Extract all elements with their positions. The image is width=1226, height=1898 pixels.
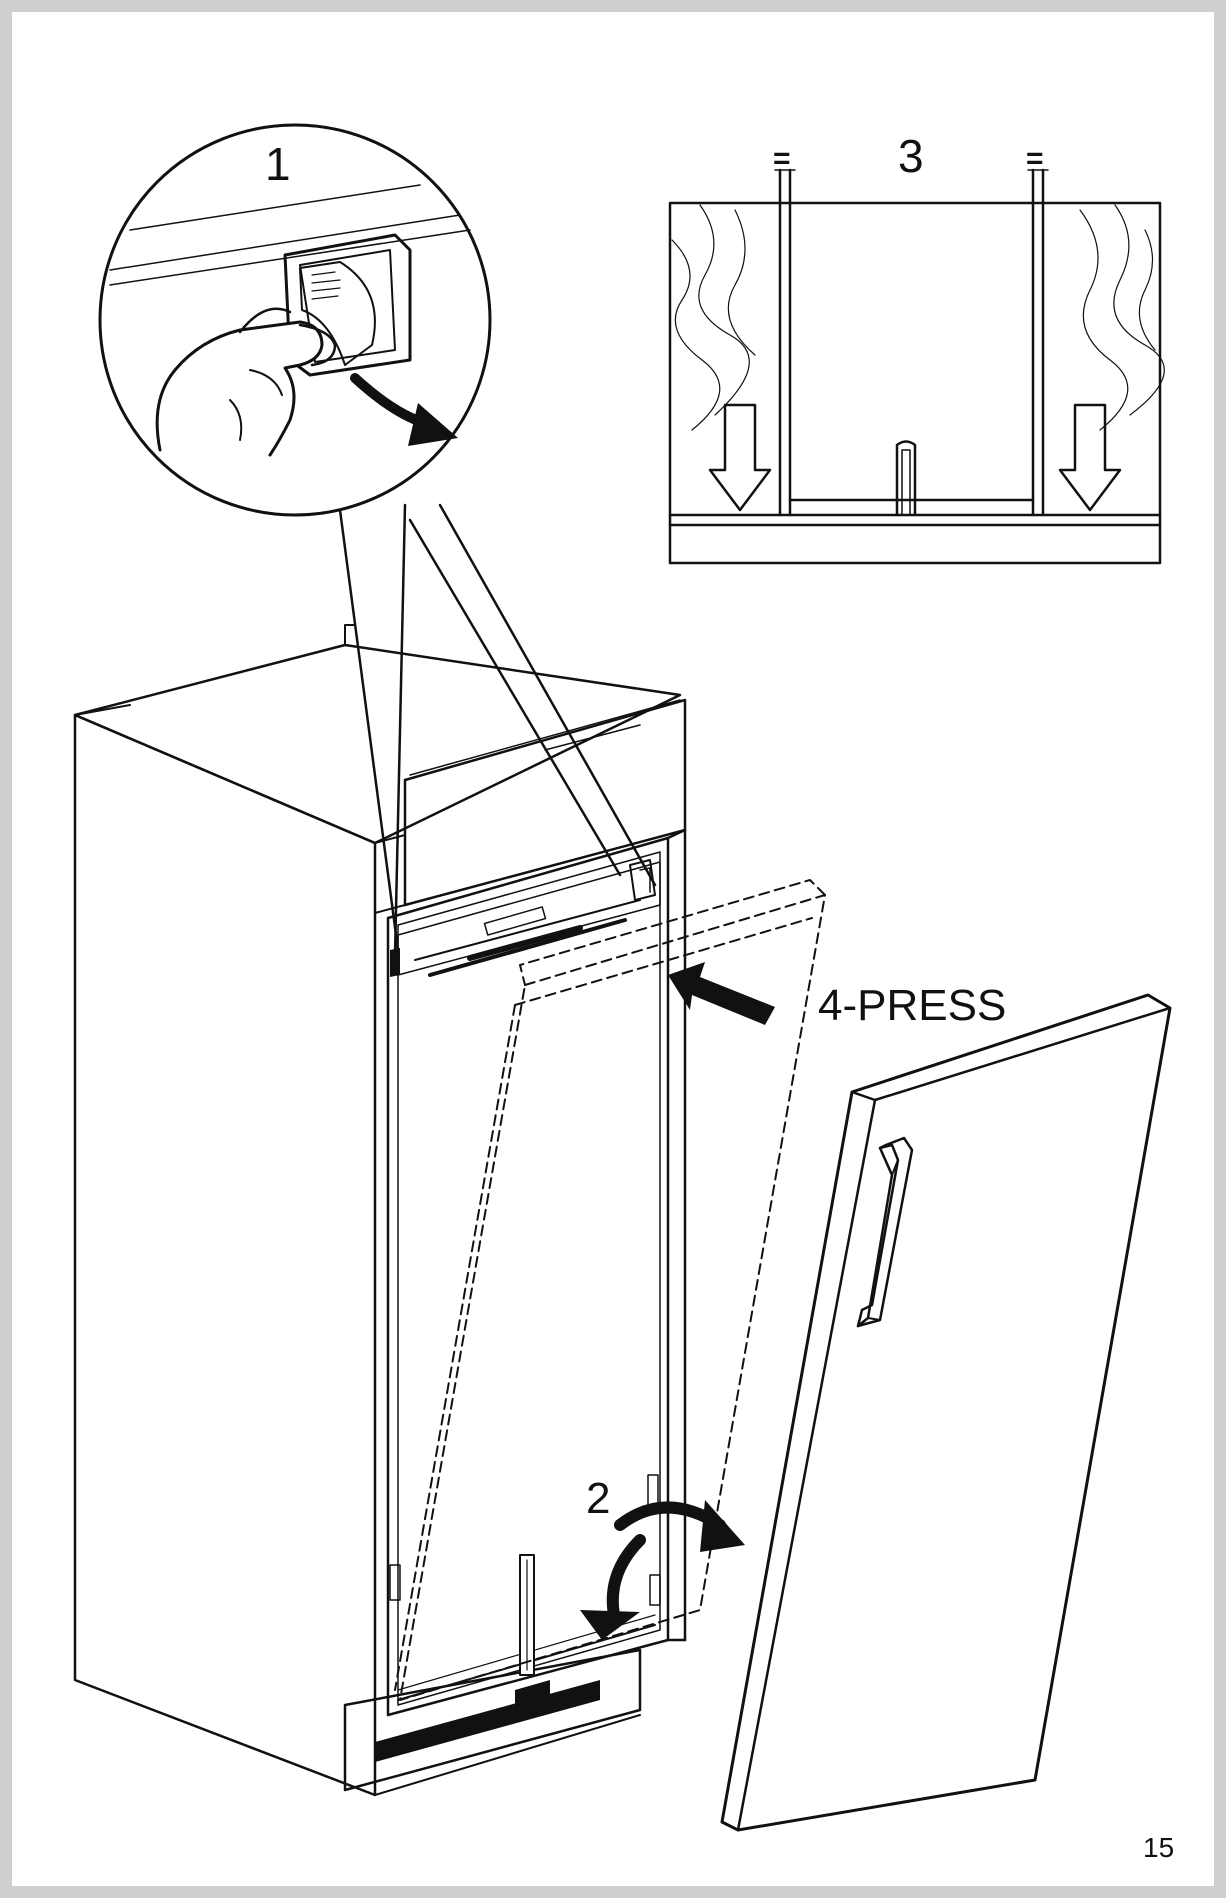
- magnifier-circle: [98, 123, 492, 517]
- step3-frame: [668, 201, 1162, 565]
- wood-grain: [671, 204, 1165, 431]
- page-number: 15: [1143, 1832, 1174, 1863]
- step2-label: 2: [586, 1474, 610, 1523]
- press-arrow: [668, 962, 775, 1025]
- step1-label: 1: [265, 138, 291, 190]
- step3-label: 3: [898, 130, 924, 182]
- step1-magnifier: [98, 123, 657, 957]
- step4-label: 4-PRESS: [818, 981, 1006, 1030]
- step2-arrows: [580, 1500, 745, 1640]
- step3-inset: [668, 168, 1165, 565]
- equal-right-label: =: [1026, 142, 1044, 175]
- door-panel: [720, 993, 1172, 1832]
- press-arrow-icon: [668, 962, 775, 1025]
- down-arrow-right-icon: [1058, 403, 1122, 512]
- door-handle-icon: [856, 1136, 914, 1328]
- hand-icon: [155, 320, 324, 457]
- equal-left-label: =: [773, 142, 791, 175]
- door-position-outline: [394, 879, 826, 1701]
- down-arrow-left-icon: [708, 403, 772, 512]
